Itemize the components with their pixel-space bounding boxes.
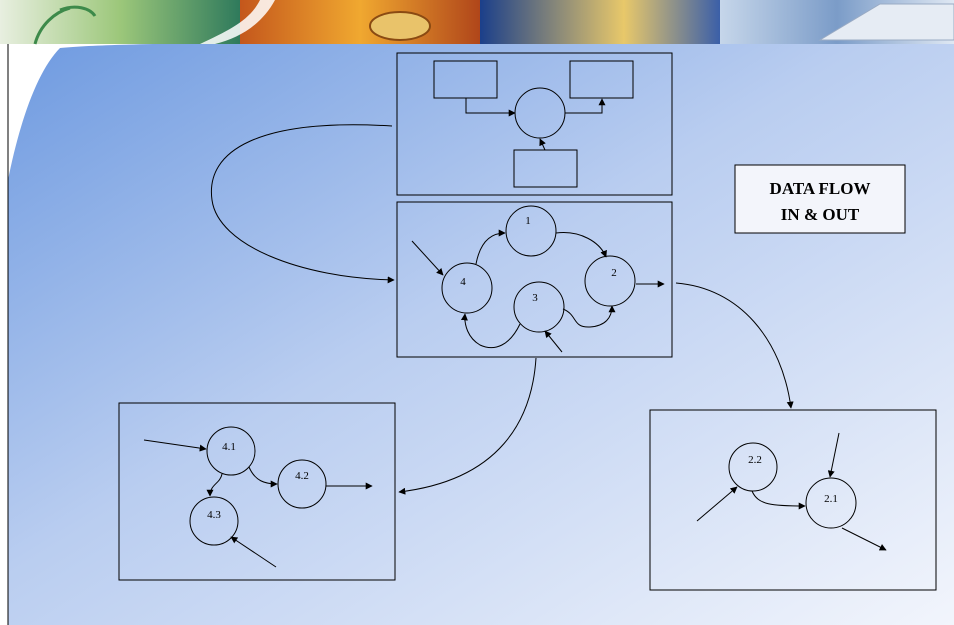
- flow-4-to-1: [475, 229, 506, 265]
- background-swoosh: [8, 43, 954, 625]
- flow-in-to-2-1-top: [827, 432, 840, 478]
- process-2-label: 2: [611, 267, 617, 279]
- callout-box: DATA FLOW IN & OUT: [734, 164, 906, 234]
- flow-3-to-4: [460, 313, 521, 349]
- left-edge-bar: [0, 40, 8, 625]
- banner-sprout-shape: [33, 5, 97, 45]
- context-frame: [396, 52, 673, 196]
- process-4-label: 4: [460, 276, 466, 288]
- level2-right-frame: [649, 409, 937, 591]
- flow-process-to-right: [565, 98, 606, 114]
- level1-diagram-box: 1 2 3 4: [396, 201, 673, 358]
- connector-context-to-level1: [210, 124, 395, 284]
- process-3-circle: [513, 281, 565, 333]
- flow-2-1-out: [841, 527, 887, 551]
- process-2-2-label: 2.2: [748, 454, 762, 466]
- level2-left-box: 4.1 4.2 4.3: [118, 402, 396, 581]
- process-1-label: 1: [525, 215, 531, 227]
- process-1-circle: [505, 205, 557, 257]
- process-3-label: 3: [532, 292, 538, 304]
- flow-1-to-2: [555, 232, 607, 258]
- context-diagram-box: [396, 52, 673, 196]
- callout-line-2: IN & OUT: [781, 205, 860, 224]
- external-entity-bottom: [513, 149, 578, 188]
- process-4-3-circle: [189, 496, 239, 546]
- process-4-3-label: 4.3: [207, 509, 221, 521]
- process-2-2-circle: [728, 442, 778, 492]
- top-banner: [0, 0, 954, 45]
- flow-in-to-4: [411, 240, 444, 276]
- level2-right-box: 2.2 2.1: [649, 409, 937, 591]
- banner-keyboard-shape: [818, 3, 954, 41]
- connector-level1-to-right: [675, 282, 794, 409]
- banner-disk-shape: [369, 11, 431, 41]
- external-entity-right: [569, 60, 634, 99]
- process-4-circle: [441, 262, 493, 314]
- flow-2-2-to-2-1: [751, 490, 806, 510]
- callout-frame: [734, 164, 906, 234]
- process-4-2-circle: [277, 459, 327, 509]
- banner-wave-divider: [200, 0, 275, 44]
- process-4-2-label: 4.2: [295, 470, 309, 482]
- banner-photo-plant: [0, 0, 240, 44]
- banner-photo-disk: [240, 0, 480, 44]
- flow-bottom-to-process: [539, 138, 546, 151]
- flow-left-to-process: [465, 98, 516, 117]
- callout-line-1: DATA FLOW: [770, 179, 871, 198]
- flow-in-to-2-2: [696, 486, 738, 522]
- banner-photo-hand: [480, 0, 720, 44]
- flow-in-to-3: [544, 330, 563, 353]
- process-4-1-label: 4.1: [222, 441, 236, 453]
- flow-in-to-4-3: [230, 536, 277, 568]
- flow-4-1-to-4-2: [248, 466, 278, 488]
- process-2-1-circle: [805, 477, 857, 529]
- flow-3-to-2: [562, 305, 616, 328]
- connector-level1-to-left: [398, 357, 537, 495]
- process-2-1-label: 2.1: [824, 493, 838, 505]
- flow-in-to-4-1: [143, 439, 207, 452]
- process-4-1-circle: [206, 426, 256, 476]
- level1-frame: [396, 201, 673, 358]
- level2-left-frame: [118, 402, 396, 581]
- flow-4-1-to-4-3: [206, 473, 223, 497]
